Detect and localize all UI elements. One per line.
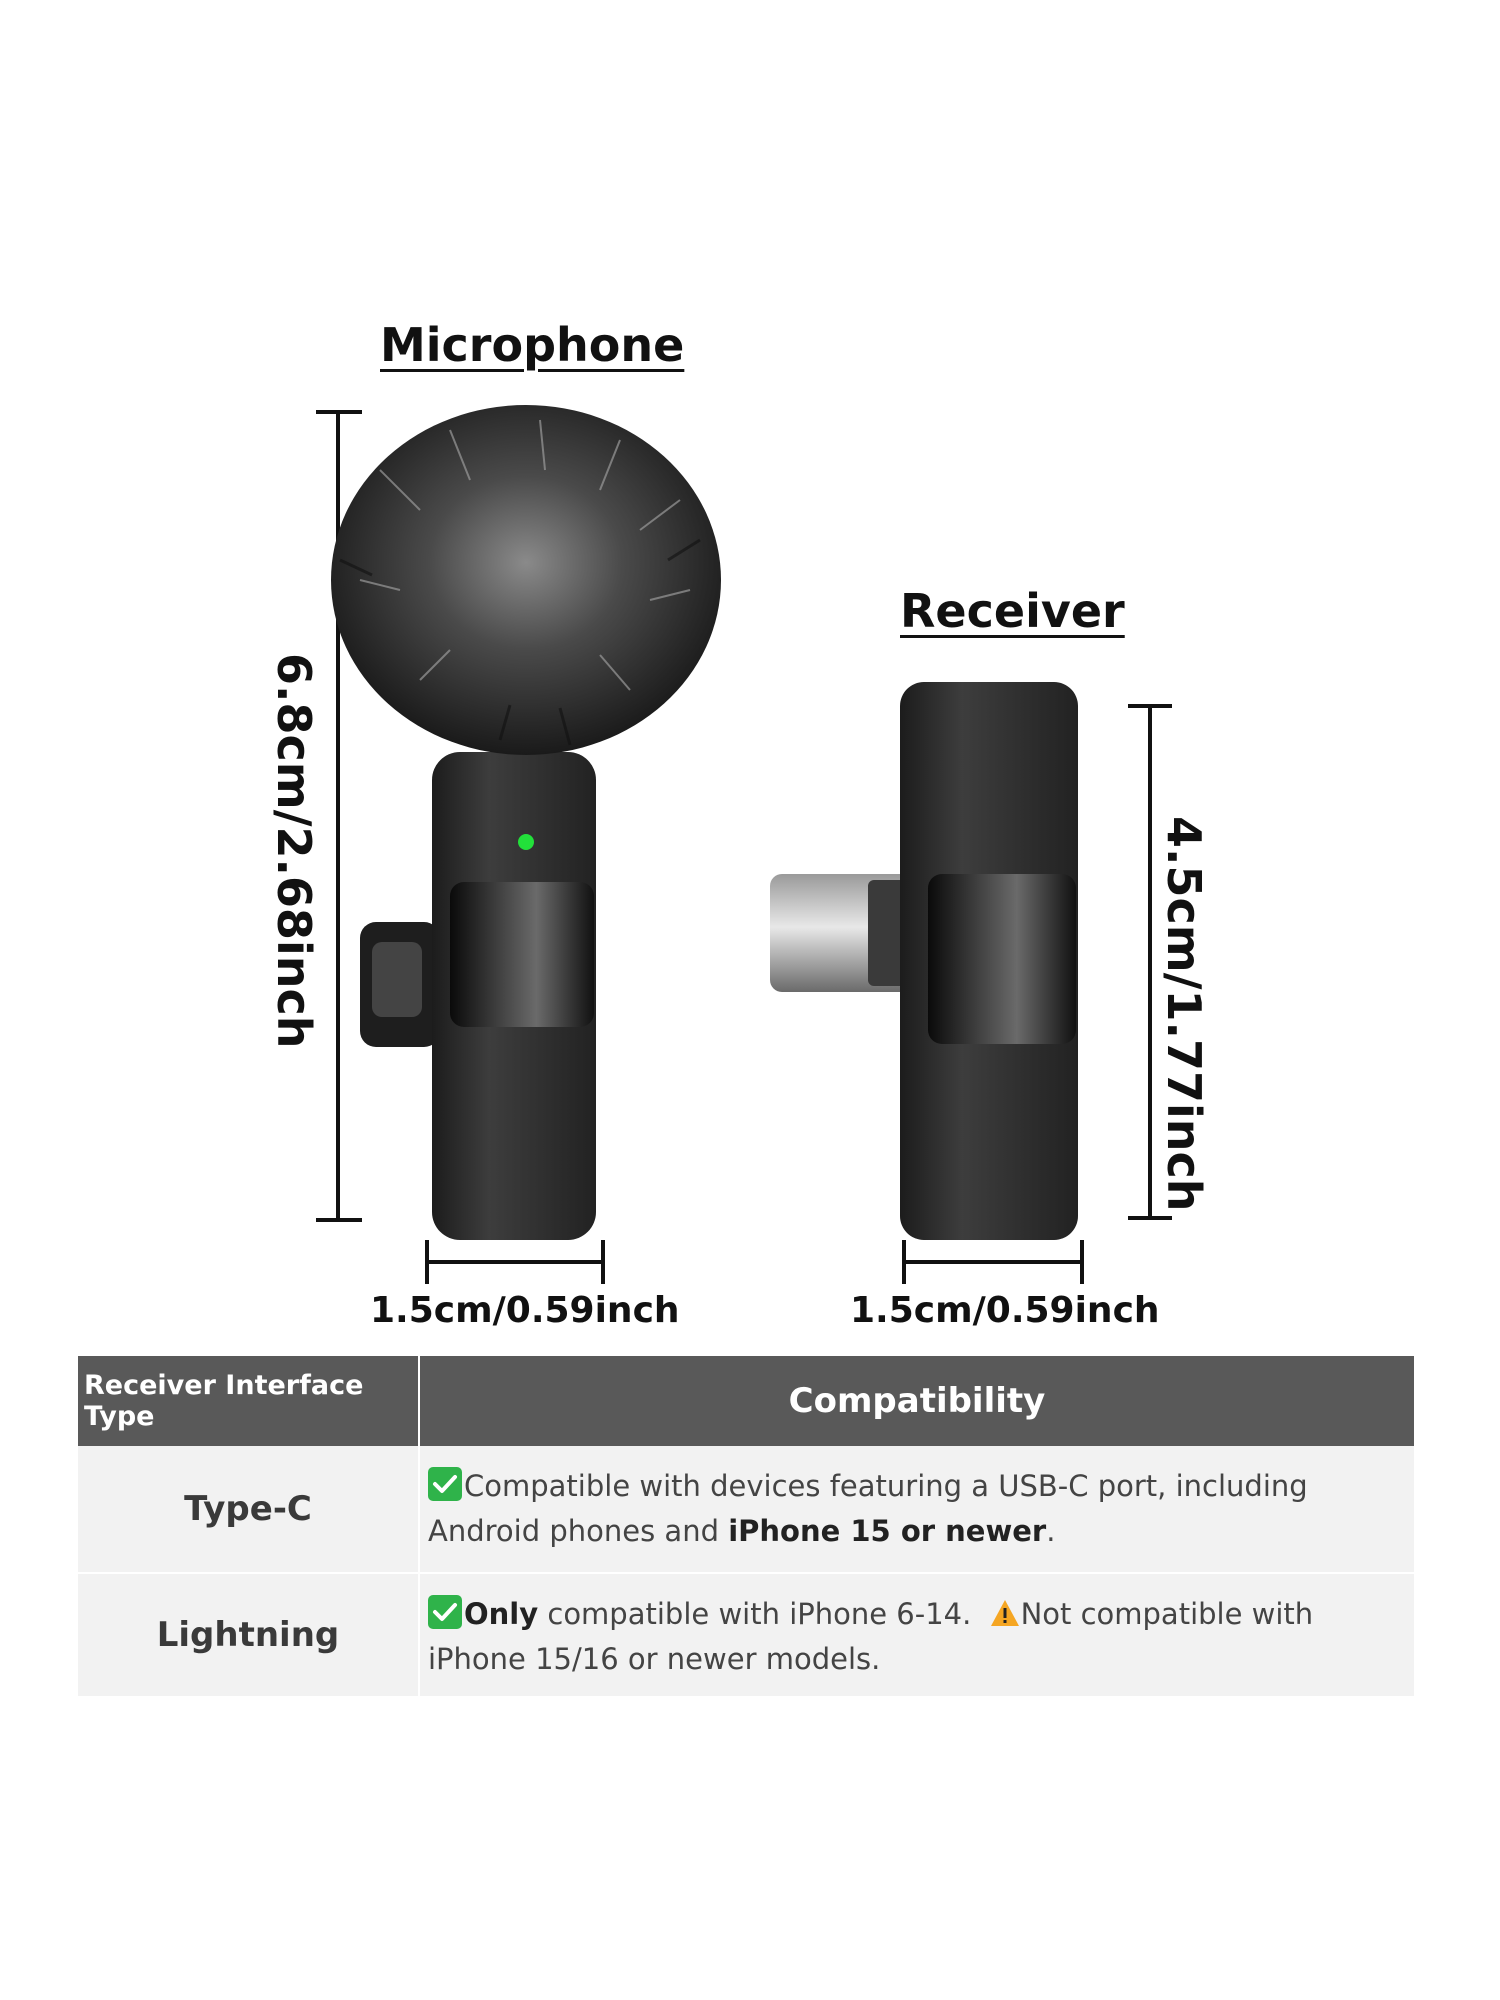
receiver-width-label: 1.5cm/0.59inch [850, 1290, 1160, 1331]
receiver-body [900, 682, 1078, 1240]
microphone-title: Microphone [380, 318, 685, 372]
mic-height-label: 6.8cm/2.68inch [267, 653, 321, 1049]
mic-body [432, 752, 596, 1240]
mic-led [518, 834, 534, 850]
check-icon [428, 1467, 462, 1501]
compat-bold: Only [464, 1597, 539, 1631]
compat-bold: iPhone 15 or newer [728, 1514, 1047, 1548]
compat-text: compatible with iPhone 6-14. [538, 1597, 981, 1631]
compatibility-table: Receiver Interface Type Compatibility Ty… [78, 1356, 1414, 1698]
compat-text-end: . [1046, 1514, 1056, 1548]
check-icon [428, 1595, 462, 1629]
receiver-height-label: 4.5cm/1.77inch [1157, 816, 1211, 1212]
table-row-type-c: Type-C Compatible with devices featuring… [78, 1446, 1414, 1574]
table-header: Receiver Interface Type Compatibility [78, 1356, 1414, 1446]
header-compatibility: Compatibility [788, 1381, 1046, 1421]
warning-icon [989, 1596, 1021, 1626]
fur-windscreen [331, 405, 721, 755]
row-compatibility: Compatible with devices featuring a USB-… [420, 1446, 1414, 1572]
mic-width-label: 1.5cm/0.59inch [370, 1290, 680, 1331]
header-interface-type: Receiver Interface Type [78, 1356, 420, 1446]
warning-text: Not compatible with iPhone 15/16 or newe… [428, 1597, 1314, 1676]
receiver-title: Receiver [900, 584, 1125, 638]
row-type-label: Type-C [78, 1446, 420, 1572]
product-illustration [316, 405, 1172, 1284]
row-compatibility: Only compatible with iPhone 6-14. Not co… [420, 1574, 1414, 1696]
receiver-width-dimension [902, 1240, 1084, 1284]
table-row-lightning: Lightning Only compatible with iPhone 6-… [78, 1574, 1414, 1698]
mic-width-dimension [425, 1240, 605, 1284]
row-type-label: Lightning [78, 1574, 420, 1696]
mic-clip [360, 922, 440, 1047]
receiver-height-dimension [1128, 704, 1172, 1220]
compat-text: Compatible with devices featuring a USB-… [428, 1469, 1308, 1548]
